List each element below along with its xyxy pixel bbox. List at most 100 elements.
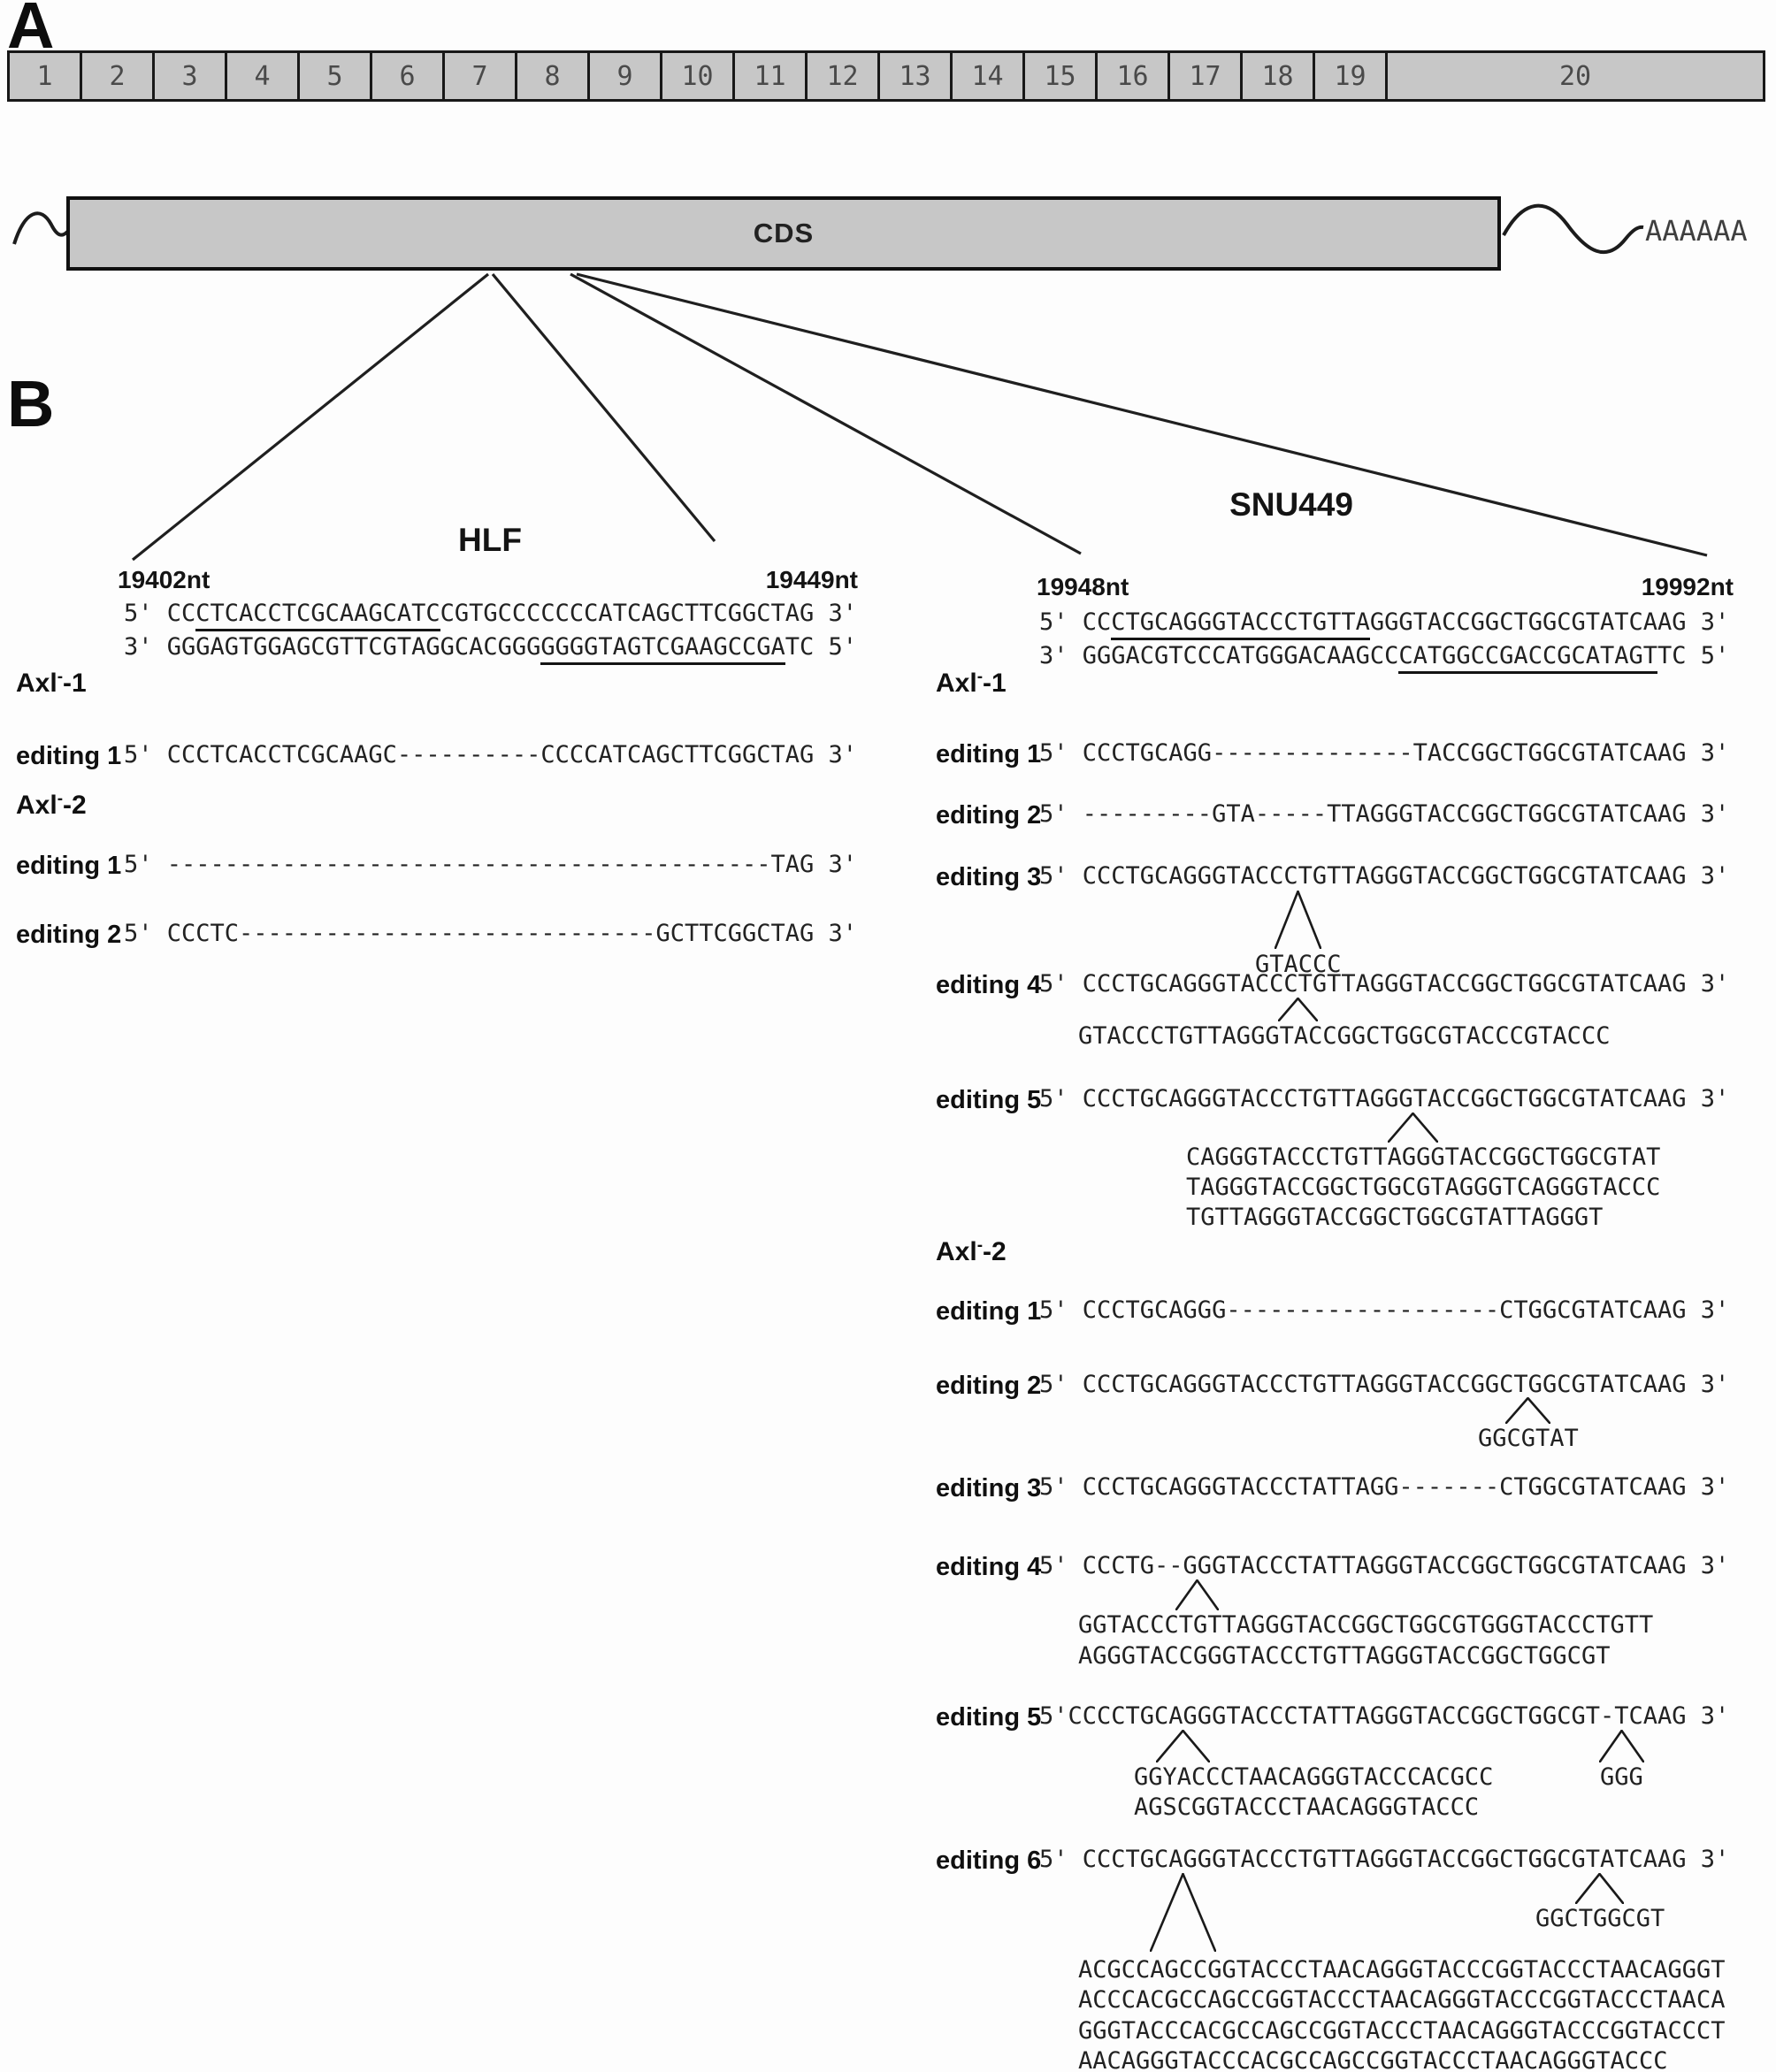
insertion-sequence: GGYACCCTAACAGGGTACCCACGCC [1134, 1763, 1494, 1791]
exon-box: 11 [732, 50, 808, 102]
snu449-reference-top-strand: 5' CCCTGCAGGGTACCCTGTTAGGGTACCGGCTGGCGTA… [1039, 608, 1729, 640]
insertion-sequence: GTACCC [1255, 951, 1342, 978]
sequence-segment: 3' GGGACGTCCCATGGGACAAGCC [1039, 642, 1399, 669]
insertion-caret [1175, 1579, 1219, 1610]
dna-sequence: 5' CCCTGCAGGG-------------------CTGGCGTA… [1039, 1296, 1730, 1324]
dna-sequence: 5' CCCTCACCTCGCAAGC----------CCCCATCAGCT… [124, 741, 858, 768]
exon-number: 20 [1558, 60, 1592, 92]
exon-box: 1 [7, 50, 82, 102]
hlf-reference-top-strand: 5' CCCTCACCTCGCAAGCATCCGTGCCCCCCCATCAGCT… [124, 600, 858, 631]
editing-label: editing 1 [936, 740, 1042, 768]
clone-name: Axl [16, 791, 57, 820]
insertion-caret [1150, 1873, 1216, 1952]
dna-sequence: 5' CCCTGCAGGGTACCCTGTTAGGGTACCGGCTGGCGTA… [1039, 1085, 1730, 1112]
editing-label: editing 1 [16, 852, 122, 880]
mrna-squiggle-left [12, 211, 71, 245]
clone-name: Axl [936, 669, 977, 698]
sequence-segment: 5' CC [1039, 608, 1112, 636]
insertion-caret [1278, 998, 1318, 1021]
exon-box: 13 [877, 50, 953, 102]
dna-sequence: 5'CCCCTGCAGGGTACCCTATTAGGGTACCGGCTGGCGT-… [1039, 1702, 1730, 1730]
insertion-caret [1599, 1730, 1644, 1762]
exon-number: 15 [1044, 60, 1076, 92]
clone-name: Axl [16, 669, 57, 698]
editing-label: editing 4 [936, 1553, 1042, 1581]
exon-number: 12 [826, 60, 859, 92]
exon-number: 7 [471, 60, 488, 92]
exon-number: 4 [254, 60, 271, 92]
cds-box: CDS [66, 196, 1501, 271]
snu449-clone-axl1-label: Axl--1 [936, 668, 1007, 699]
insertion-sequence: AGGGTACCGGGTACCCTGTTAGGGTACCGGCTGGCGT [1078, 1642, 1611, 1670]
exon-diagram: 1 2 3 4 5 6 7 8 9 10 11 12 13 14 15 16 1… [7, 50, 1765, 102]
exon-box: 2 [80, 50, 155, 102]
insertion-sequence: TAGGGTACCGGCTGGCGTAGGGTCAGGGTACCC [1186, 1174, 1661, 1201]
exon-number: 11 [754, 60, 786, 92]
clone-number: -1 [983, 669, 1007, 698]
clone-number: -2 [983, 1237, 1007, 1266]
exon-number: 9 [616, 60, 633, 92]
hlf-clone-axl2-label: Axl--2 [16, 790, 87, 821]
sequence-segment: CGTGCCCCCCCATCAGCTTCGGCTAG 3' [440, 600, 858, 627]
exon-box: 17 [1167, 50, 1243, 102]
hlf-clone-axl1-label: Axl--1 [16, 668, 87, 699]
insertion-sequence: GGGTACCCACGCCAGCCGGTACCCTAACAGGGTACCCGGT… [1078, 2017, 1726, 2045]
exon-box: 9 [587, 50, 662, 102]
exon-number: 8 [544, 60, 561, 92]
insertion-caret [1505, 1397, 1550, 1424]
insertion-sequence: ACCCACGCCAGCCGGTACCCTAACAGGGTACCCGGTACCC… [1078, 1986, 1726, 2014]
exon-box: 3 [152, 50, 227, 102]
hlf-end-position: 19449nt [765, 566, 858, 593]
snu449-title: SNU449 [1229, 486, 1353, 523]
dna-sequence: 5' CCCTGCAGGGTACCCTGTTAGGGTACCGGCTGGCGTA… [1039, 1371, 1730, 1398]
editing-label: editing 6 [936, 1846, 1042, 1875]
exon-number: 19 [1334, 60, 1366, 92]
insertion-caret [1275, 891, 1321, 949]
insertion-sequence: AGSCGGTACCCTAACAGGGTACCC [1134, 1793, 1480, 1821]
snu449-end-position: 19992nt [1641, 573, 1734, 600]
editing-label: editing 2 [16, 921, 122, 949]
polya-tail-label: AAAAAA [1645, 214, 1748, 248]
exon-box: 12 [805, 50, 880, 102]
exon-box: 10 [660, 50, 735, 102]
clone-superscript: - [976, 1236, 984, 1255]
exon-box: 5 [297, 50, 372, 102]
insertion-sequence: GGG [1600, 1763, 1643, 1791]
exon-box: 14 [950, 50, 1025, 102]
clone-superscript: - [57, 790, 64, 808]
underlined-region: GGGGTAGTCGAAGCCGA [540, 633, 785, 665]
exon-box: 15 [1022, 50, 1098, 102]
insertion-sequence: TGTTAGGGTACCGGCTGGCGTATTAGGGT [1186, 1204, 1604, 1231]
insertion-caret [1388, 1112, 1438, 1143]
exon-box: 7 [442, 50, 517, 102]
dna-sequence: 5' -------------------------------------… [124, 851, 858, 878]
hlf-start-position: 19402nt [118, 566, 211, 593]
zoom-line-snu-left [570, 272, 1082, 555]
zoom-line-hlf-right [491, 272, 716, 543]
editing-label: editing 1 [936, 1297, 1042, 1326]
editing-label: editing 2 [936, 801, 1042, 830]
exon-number: 3 [181, 60, 198, 92]
dna-sequence: 5' CCCTGCAGGGTACCCTATTAGG-------CTGGCGTA… [1039, 1473, 1730, 1501]
editing-label: editing 3 [936, 1474, 1042, 1502]
exon-box: 18 [1240, 50, 1315, 102]
insertion-sequence: GGCTGGCGT [1535, 1905, 1665, 1932]
exon-number: 17 [1189, 60, 1221, 92]
exon-number: 1 [36, 60, 53, 92]
clone-name: Axl [936, 1237, 977, 1266]
editing-label: editing 5 [936, 1703, 1042, 1732]
exon-box: 4 [225, 50, 300, 102]
dna-sequence: 5' CCCTGCAGGGTACCCTGTTAGGGTACCGGCTGGCGTA… [1039, 1846, 1730, 1873]
editing-label: editing 2 [936, 1372, 1042, 1400]
clone-number: -1 [63, 669, 87, 698]
exon-number: 5 [326, 60, 343, 92]
exon-number: 13 [899, 60, 931, 92]
sequence-segment: TC 5' [785, 633, 858, 661]
underlined-region: CTGCAGGGTACCCTGTTA [1111, 608, 1370, 640]
sequence-segment: 5' CC [124, 600, 196, 627]
dna-sequence: 5' CCCTGCAGG--------------TACCGGCTGGCGTA… [1039, 739, 1730, 767]
exon-box: 19 [1313, 50, 1388, 102]
dna-sequence: 5' CCCTG--GGGTACCCTATTAGGGTACCGGCTGGCGTA… [1039, 1552, 1730, 1579]
exon-number: 10 [681, 60, 714, 92]
